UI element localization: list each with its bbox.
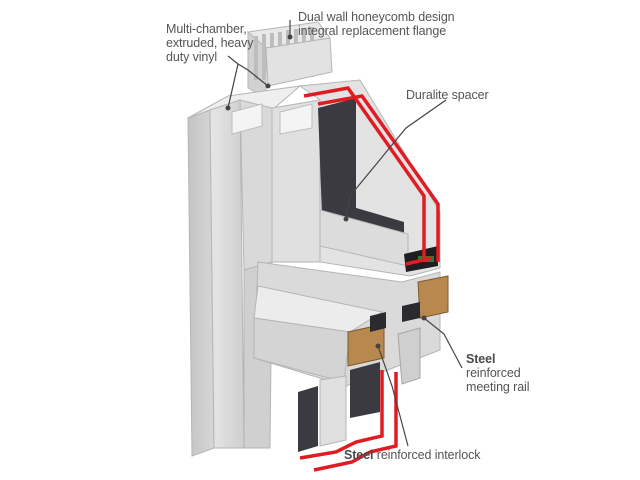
label-multi-chamber-line-2: extruded, heavy bbox=[166, 36, 254, 50]
label-steel-interlock-rest: reinforced interlock bbox=[373, 448, 481, 462]
label-multi-chamber: Multi-chamber, extruded, heavy duty viny… bbox=[166, 22, 254, 64]
label-dual-wall: Dual wall honeycomb design integral repl… bbox=[298, 10, 455, 38]
label-multi-chamber-line-1: Multi-chamber, bbox=[166, 22, 247, 36]
label-duralite-text: Duralite spacer bbox=[406, 88, 489, 102]
label-dual-wall-line-2: integral replacement flange bbox=[298, 24, 447, 38]
label-steel-interlock: Steel reinforced interlock bbox=[344, 448, 480, 462]
label-duralite-spacer: Duralite spacer bbox=[406, 88, 489, 102]
label-steel-rail-line-3: meeting rail bbox=[466, 380, 530, 394]
label-dual-wall-line-1: Dual wall honeycomb design bbox=[298, 10, 455, 24]
lower-sash bbox=[253, 261, 449, 452]
label-multi-chamber-line-3: duty vinyl bbox=[166, 50, 218, 64]
upper-sash bbox=[298, 79, 441, 277]
main-frame bbox=[187, 85, 321, 457]
label-steel-interlock-bold: Steel bbox=[344, 448, 374, 462]
leader-dots bbox=[225, 34, 427, 349]
glazing-lines bbox=[299, 86, 440, 472]
honeycomb-flange bbox=[246, 21, 333, 99]
leader-lines bbox=[227, 20, 463, 447]
label-steel-rail-line-2: reinforced bbox=[466, 366, 521, 380]
label-steel-rail: Steel reinforced meeting rail bbox=[466, 352, 530, 394]
label-steel-rail-bold: Steel bbox=[466, 352, 496, 366]
